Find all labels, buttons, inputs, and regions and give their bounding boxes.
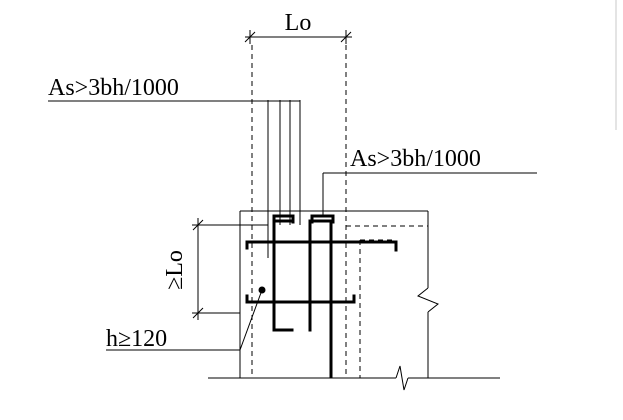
side-dimension-slash-top: [192, 219, 204, 231]
top-dimension-label: Lo: [285, 10, 312, 36]
wall-thickness-label: h≥120: [106, 326, 167, 352]
top-dimension-slash-right: [340, 31, 352, 43]
side-dimension-label: ≥Lo: [162, 250, 188, 290]
top-dimension-slash-left: [244, 31, 256, 43]
stirrup-top-right: [310, 214, 335, 224]
reinforcement-bars: [245, 214, 398, 378]
wall-thickness-leader-diagonal: [239, 289, 263, 351]
joint-block: [239, 210, 439, 378]
cage-left-bar: [272, 219, 294, 332]
block-break-mark: [417, 287, 439, 313]
cage-right-bar: [311, 219, 333, 378]
steel-area-right-label: As>3bh/1000: [350, 146, 481, 172]
base-line: [208, 365, 500, 391]
side-dimension-slash-bottom: [192, 307, 204, 319]
steel-area-right-callout: As>3bh/1000: [322, 146, 537, 215]
top-dimension: Lo: [244, 10, 352, 44]
stirrup-top-left: [272, 214, 295, 224]
horizontal-bar-upper: [245, 240, 398, 252]
side-dimension: ≥Lo: [162, 218, 268, 320]
wall-thickness-callout: h≥120: [106, 289, 263, 352]
horizontal-bar-lower: [245, 294, 356, 304]
steel-area-left-label: As>3bh/1000: [48, 75, 179, 101]
steel-area-left-callout: As>3bh/1000: [48, 75, 300, 102]
base-line-break-mark: [395, 365, 409, 391]
